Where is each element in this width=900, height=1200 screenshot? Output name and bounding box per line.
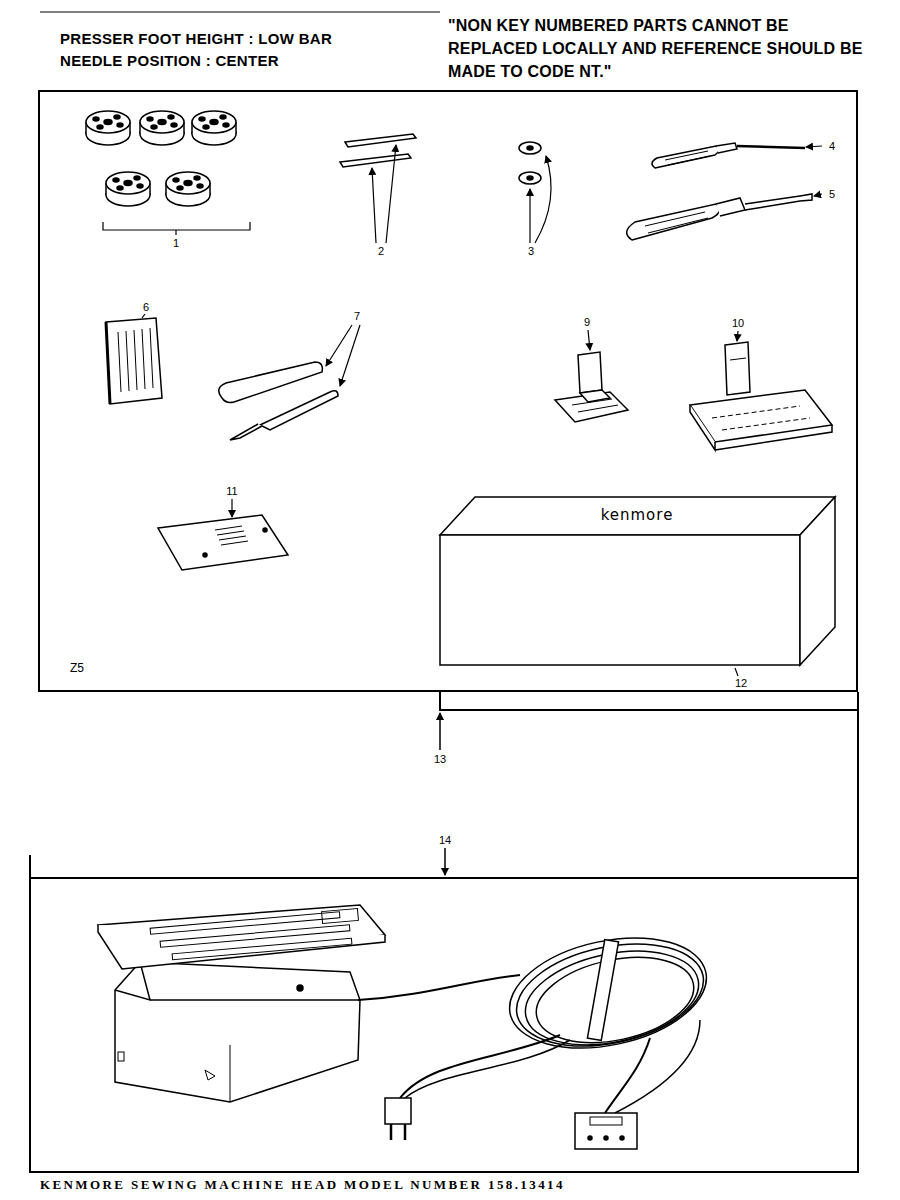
- header-note: PRESSER FOOT HEIGHT : LOW BAR: [60, 30, 332, 47]
- header-note: NEEDLE POSITION : CENTER: [60, 52, 279, 69]
- callout-number: 11: [225, 485, 238, 498]
- callout-number: 3: [527, 245, 535, 258]
- parts-note: "NON KEY NUMBERED PARTS CANNOT BE REPLAC…: [448, 14, 873, 83]
- frame-code: Z5: [70, 661, 84, 675]
- callout-number: 6: [142, 301, 150, 314]
- model-caption: KENMORE SEWING MACHINE HEAD MODEL NUMBER…: [40, 1178, 565, 1193]
- parts-frame: Z5: [38, 90, 858, 692]
- callout-number: 7: [353, 310, 361, 323]
- callout-number: 1: [172, 237, 180, 250]
- callout-number: 5: [828, 188, 836, 201]
- callout-number: 13: [433, 753, 447, 766]
- callout-number: 12: [734, 677, 748, 690]
- brand-mark: kenmore: [601, 507, 674, 524]
- callout-number: 10: [731, 317, 745, 330]
- callout-number: 14: [438, 834, 452, 847]
- callout-number: 9: [583, 316, 591, 329]
- callout-number: 4: [828, 140, 836, 153]
- callout-number: 2: [377, 245, 385, 258]
